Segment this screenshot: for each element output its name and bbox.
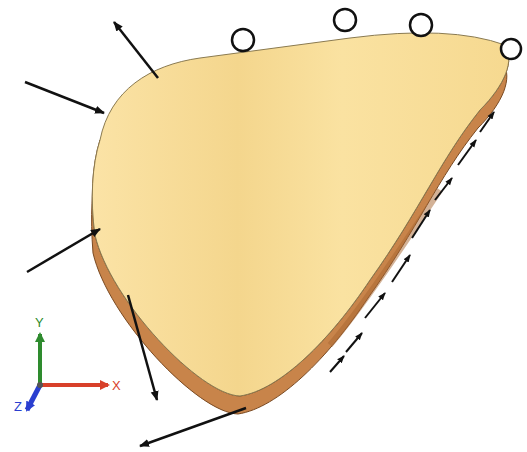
axis-label: Z [14,400,22,414]
axis-label: X [112,379,121,393]
axis-label: Y [35,316,44,330]
